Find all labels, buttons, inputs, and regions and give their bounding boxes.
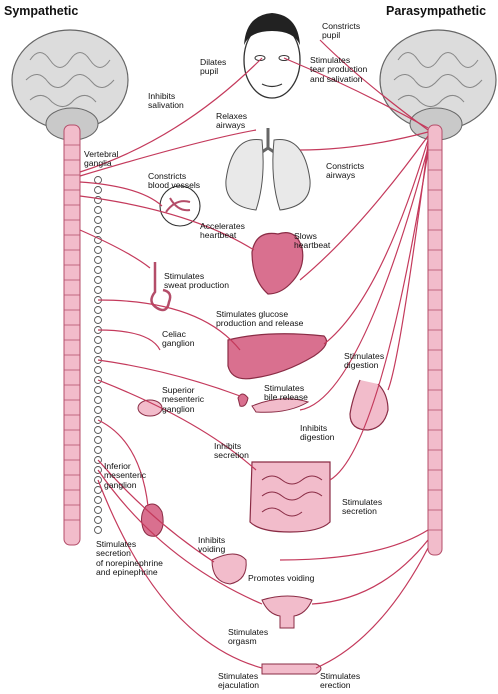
genitals xyxy=(262,664,321,674)
right-spinal-cord xyxy=(428,125,442,555)
stomach xyxy=(350,380,388,430)
intestines xyxy=(250,462,330,532)
blood-vessels xyxy=(160,186,200,226)
liver xyxy=(228,334,326,379)
bladder xyxy=(212,554,246,584)
head xyxy=(244,13,300,98)
sympathetic-heading: Sympathetic xyxy=(4,4,78,18)
lungs xyxy=(226,128,310,210)
ganglia-chain xyxy=(95,177,102,534)
left-spinal-cord xyxy=(64,125,80,545)
label-promotes-voiding: Promotes voiding xyxy=(248,574,314,583)
uterus xyxy=(262,596,312,628)
left-brain xyxy=(12,30,128,140)
parasympathetic-heading: Parasympathetic xyxy=(386,4,486,18)
right-brain xyxy=(380,30,496,140)
